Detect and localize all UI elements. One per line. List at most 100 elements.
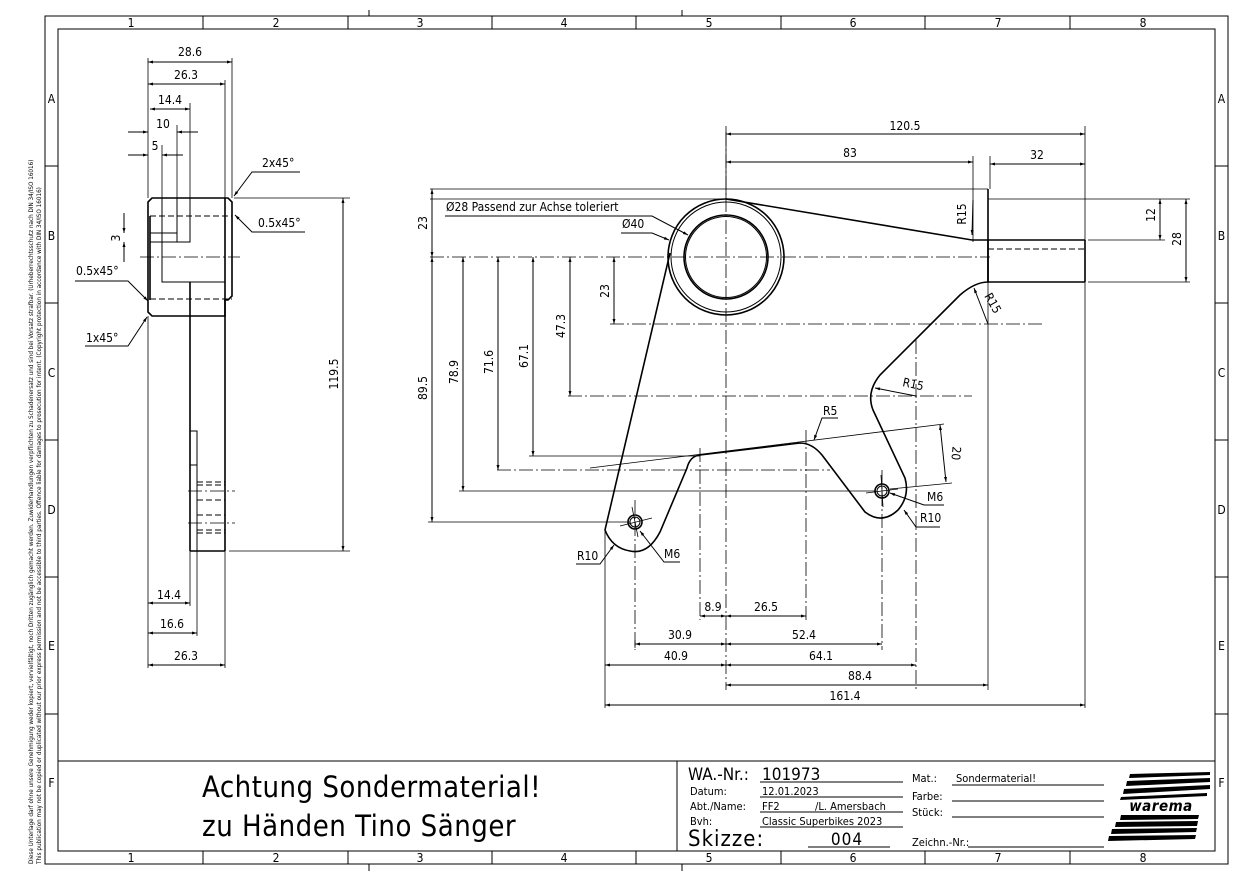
row-label: C xyxy=(1218,366,1226,380)
chamfer-label: 0.5x45° xyxy=(76,264,119,278)
dim-label: 23 xyxy=(598,284,612,298)
radius-label: R15 xyxy=(901,375,925,393)
row-labels-left: A B C D E F xyxy=(47,92,55,790)
dim-label: 28 xyxy=(1170,232,1184,246)
name-value: /L. Amersbach xyxy=(815,800,886,813)
dim-label: 16.6 xyxy=(160,617,184,631)
dim-label: 32 xyxy=(1030,148,1044,162)
legal-notice: Diese Unterlage darf ohne unsere Genehmi… xyxy=(28,160,43,865)
column-labels-top: 1 2 3 4 5 6 7 8 xyxy=(128,16,1147,30)
dim-label: 10 xyxy=(156,117,170,131)
row-label: E xyxy=(48,639,55,653)
skizze-label: Skizze: xyxy=(688,827,764,852)
dim-label: 28.6 xyxy=(178,45,202,59)
title-block: WA.-Nr.: 101973 Datum: 12.01.2023 Abt./N… xyxy=(688,765,1210,852)
dim-label: 14.4 xyxy=(158,93,182,107)
farbe-label: Farbe: xyxy=(912,790,943,803)
radius-label: R5 xyxy=(823,404,837,418)
row-label: A xyxy=(48,92,56,106)
dim-label: 14.4 xyxy=(157,588,181,602)
row-label: A xyxy=(1218,92,1226,106)
dim-label: 119.5 xyxy=(327,359,341,390)
row-label: D xyxy=(1217,503,1225,517)
row-label: B xyxy=(48,229,55,243)
col-label: 7 xyxy=(995,851,1002,865)
row-label: B xyxy=(1218,229,1225,243)
dim-label: 20 xyxy=(948,446,963,461)
datum-value: 12.01.2023 xyxy=(762,785,819,798)
legal-notice-en: This publication may not be copied or du… xyxy=(36,187,43,865)
col-label: 5 xyxy=(706,851,713,865)
stueck-label: Stück: xyxy=(912,806,943,819)
col-label: 1 xyxy=(128,16,135,30)
col-label: 2 xyxy=(273,16,280,30)
dim-label: 78.9 xyxy=(447,360,461,384)
dim-label: 12 xyxy=(1144,208,1158,222)
outer-diameter-label: Ø40 xyxy=(622,217,644,231)
dim-label: 161.4 xyxy=(830,689,861,703)
col-label: 7 xyxy=(995,16,1002,30)
warema-logo: warema xyxy=(1108,772,1210,841)
chamfer-label: 0.5x45° xyxy=(258,216,301,230)
dim-label: 89.5 xyxy=(416,376,430,400)
col-label: 4 xyxy=(561,851,568,865)
abt-label: Abt./Name: xyxy=(690,800,746,813)
mat-label: Mat.: xyxy=(912,772,937,785)
col-label: 8 xyxy=(1140,16,1147,30)
side-view: 28.6 26.3 14.4 10 5 3 119.5 2x45° 0.5x45… xyxy=(75,45,350,668)
dim-label: 83 xyxy=(843,146,857,160)
dim-label: 3 xyxy=(109,235,123,242)
col-label: 6 xyxy=(850,16,857,30)
skizze-value: 004 xyxy=(831,830,863,850)
logo-text: warema xyxy=(1129,797,1193,815)
radius-label: R10 xyxy=(577,549,598,563)
zeichn-label: Zeichn.-Nr.: xyxy=(912,836,969,849)
dim-label: 26.5 xyxy=(754,600,778,614)
dim-label: 30.9 xyxy=(668,628,692,642)
radius-label: R15 xyxy=(955,203,969,224)
datum-label: Datum: xyxy=(690,785,727,798)
note-line-2: zu Händen Tino Sänger xyxy=(202,809,516,843)
row-label: C xyxy=(48,366,56,380)
wa-value: 101973 xyxy=(762,765,820,785)
title-area: Achtung Sondermaterial! zu Händen Tino S… xyxy=(58,760,1215,851)
col-label: 8 xyxy=(1140,851,1147,865)
row-label: E xyxy=(1218,639,1225,653)
radius-label: R10 xyxy=(920,511,941,525)
legal-notice-de: Diese Unterlage darf ohne unsere Genehmi… xyxy=(28,160,35,864)
column-labels-bottom: 1 2 3 4 5 6 7 8 xyxy=(128,851,1147,865)
dim-label: 71.6 xyxy=(482,350,496,374)
dim-label: 120.5 xyxy=(890,119,921,133)
thread-label: M6 xyxy=(927,490,943,504)
note-line-1: Achtung Sondermaterial! xyxy=(202,770,541,804)
dim-label: 64.1 xyxy=(809,649,833,663)
col-label: 3 xyxy=(417,851,424,865)
dim-label: 5 xyxy=(152,139,159,153)
row-label: F xyxy=(48,776,54,790)
thread-label: M6 xyxy=(664,547,680,561)
dim-label: 26.3 xyxy=(174,68,198,82)
col-label: 6 xyxy=(850,851,857,865)
chamfer-label: 1x45° xyxy=(86,331,118,345)
col-label: 1 xyxy=(128,851,135,865)
col-label: 5 xyxy=(706,16,713,30)
dim-label: 26.3 xyxy=(174,649,198,663)
mat-value: Sondermaterial! xyxy=(956,772,1036,785)
radius-label: R15 xyxy=(981,291,1004,316)
dim-label: 47.3 xyxy=(554,314,568,338)
dim-label: 23 xyxy=(416,216,430,230)
col-label: 4 xyxy=(561,16,568,30)
row-label: F xyxy=(1218,776,1224,790)
wa-label: WA.-Nr.: xyxy=(688,765,749,785)
dim-label: 88.4 xyxy=(848,669,872,683)
chamfer-label: 2x45° xyxy=(262,156,294,170)
col-label: 3 xyxy=(417,16,424,30)
row-labels-right: A B C D E F xyxy=(1217,92,1225,790)
hole-note: Ø28 Passend zur Achse toleriert xyxy=(446,200,619,214)
bvh-label: Bvh: xyxy=(690,815,712,828)
front-view: 120.5 83 32 12 28 23 89.5 78.9 71.6 67.1… xyxy=(416,119,1190,708)
bvh-value: Classic Superbikes 2023 xyxy=(762,815,882,828)
dim-label: 40.9 xyxy=(664,649,688,663)
abt-value: FF2 xyxy=(762,800,780,813)
